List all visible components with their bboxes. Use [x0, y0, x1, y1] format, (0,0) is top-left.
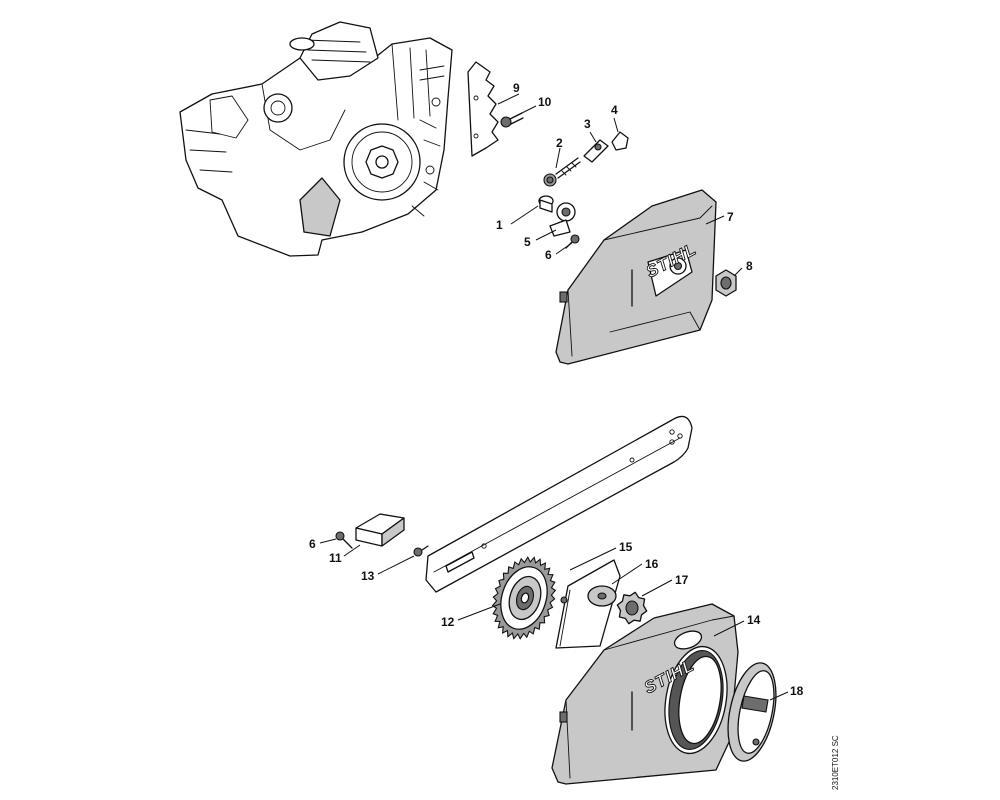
- callout-15: 15: [619, 540, 633, 554]
- callout-5: 5: [524, 235, 531, 249]
- guide-bar: [425, 415, 693, 593]
- callout-17: 17: [675, 573, 689, 587]
- callout-2: 2: [556, 136, 563, 150]
- callout-6-top: 6: [545, 248, 552, 262]
- part-15-plate: [555, 559, 621, 649]
- part-7-sprocket-cover: STIHL: [555, 189, 717, 365]
- callout-7: 7: [727, 210, 734, 224]
- part-3-slide: [583, 139, 609, 163]
- callout-18: 18: [790, 684, 804, 698]
- part-18-end-cap: [727, 662, 777, 762]
- drawing-code: 2310ET012 SC: [831, 735, 840, 790]
- callout-16: 16: [645, 557, 659, 571]
- engine-housing: [179, 21, 453, 257]
- part-4-clip: [611, 131, 629, 151]
- callout-9: 9: [513, 81, 520, 95]
- part-16-washer: [560, 585, 617, 607]
- callout-3: 3: [584, 117, 591, 131]
- callout-1: 1: [496, 218, 503, 232]
- part-9-bumper-spike: [467, 61, 499, 157]
- callout-13: 13: [361, 569, 375, 583]
- callout-10: 10: [538, 95, 552, 109]
- part-10-screw: [500, 112, 524, 128]
- callout-11: 11: [329, 551, 342, 565]
- callout-4: 4: [611, 103, 618, 117]
- part-8-nut: [715, 269, 737, 297]
- leader-lines: [319, 93, 789, 701]
- callout-6-bottom: 6: [309, 537, 316, 551]
- part-11-block: [355, 513, 405, 547]
- part-12-chain-sprocket: [491, 556, 557, 640]
- callout-12: 12: [441, 615, 455, 629]
- part-13-screw: [413, 545, 429, 557]
- part-2-tensioner-screw: [543, 157, 581, 187]
- part-14-sprocket-cover: STIHL: [551, 603, 739, 785]
- part-5-tensioner: [549, 202, 576, 237]
- part-1-adjuster: [538, 195, 554, 213]
- callout-numbers: 9 10 2 3 4 1 5 6 7 8 6 11 13 12 15 16 17…: [309, 81, 804, 698]
- callout-14: 14: [747, 613, 761, 627]
- part-17-knob-nut: [616, 591, 648, 625]
- callout-8: 8: [746, 259, 753, 273]
- part-6-screw-bottom: [335, 531, 353, 549]
